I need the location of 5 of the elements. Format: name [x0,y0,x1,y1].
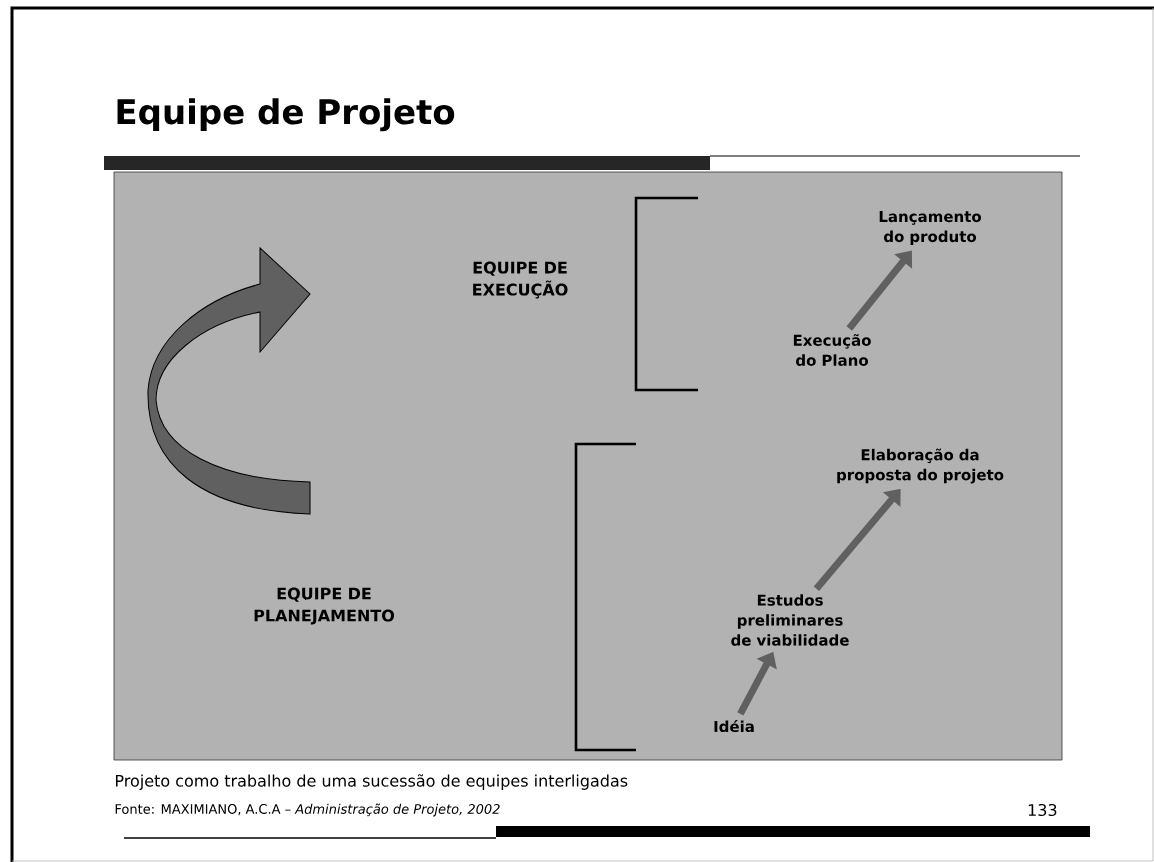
page-number: 133 [1028,803,1057,817]
team-label: EQUIPE DE EXECUÇÃO [473,261,568,299]
slide-title: Equipe de Projeto [117,98,455,132]
caption: Projeto como trabalho de uma sucessão de equipes interligadas [115,774,628,790]
team-label: EQUIPE DE PLANEJAMENTO [254,587,395,625]
